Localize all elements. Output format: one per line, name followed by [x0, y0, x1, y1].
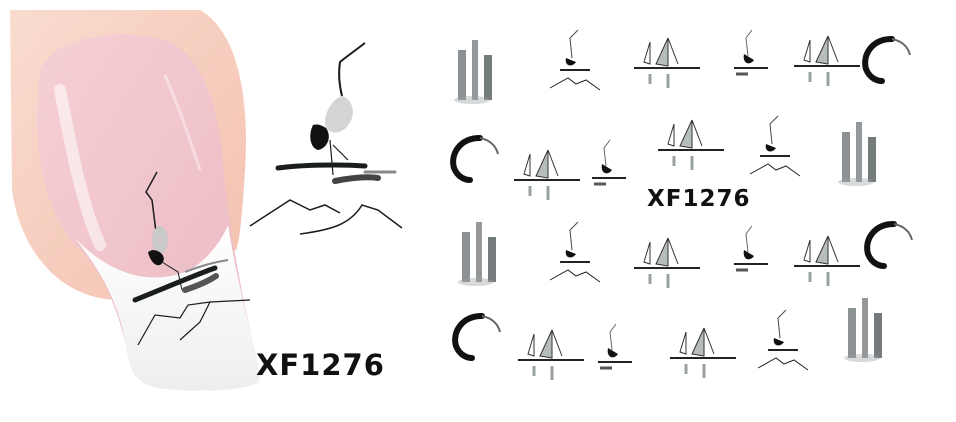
sticker-row-1: [454, 28, 910, 104]
sticker-row-4: [455, 298, 882, 382]
sheet-code-label: XF1276: [647, 186, 751, 212]
product-code-label: XF1276: [256, 348, 385, 382]
sticker-row-3: [458, 221, 912, 290]
crane-on-nail: [132, 171, 251, 346]
crane-decal: [249, 42, 403, 235]
